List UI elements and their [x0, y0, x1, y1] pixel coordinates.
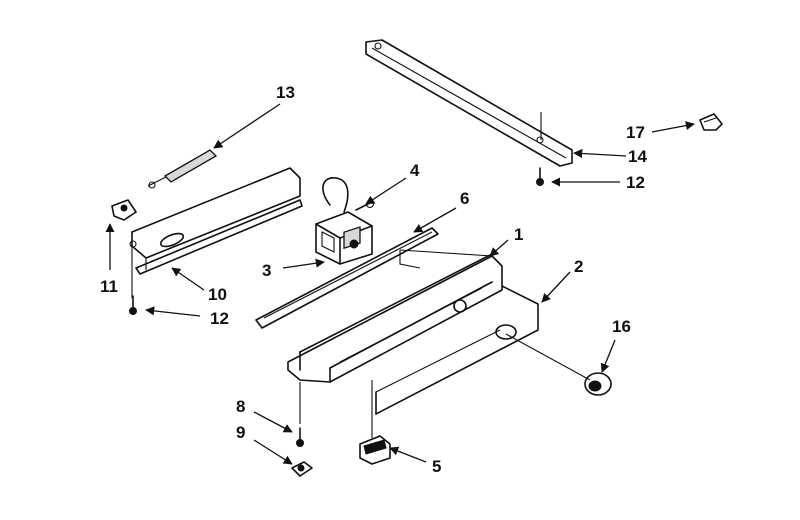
callout-3: 3: [262, 261, 271, 280]
callout-17: 17: [626, 123, 645, 142]
clip-part: [699, 113, 723, 131]
wire-lead: [322, 177, 375, 213]
callout-6: 6: [460, 189, 469, 208]
callout-1: 1: [514, 225, 523, 244]
left-side-bracket: [129, 167, 303, 298]
sensor-probe: [147, 149, 218, 189]
callout-labels: 13 4 6 1 2 3 10 11 12 16 17 14 12 8 9 5: [100, 83, 647, 476]
leader-lines: [105, 103, 695, 465]
callout-4: 4: [410, 161, 420, 180]
screw-upper: [536, 167, 544, 186]
latch-solenoid: [315, 211, 373, 265]
callout-12-lower: 12: [210, 309, 229, 328]
callout-11: 11: [100, 277, 118, 296]
knob: [505, 333, 612, 396]
callout-8: 8: [236, 397, 245, 416]
toothed-rack: [255, 227, 439, 329]
screw-lower-left: [129, 295, 137, 315]
callout-14: 14: [628, 147, 647, 166]
callout-9: 9: [236, 423, 245, 442]
screw-and-washer: [291, 382, 313, 477]
callout-10: 10: [208, 285, 227, 304]
callout-16: 16: [612, 317, 631, 336]
callout-13: 13: [276, 83, 295, 102]
main-housing: [287, 249, 503, 383]
left-clip: [111, 199, 137, 221]
connector-block: [359, 380, 391, 465]
callout-5: 5: [432, 457, 441, 476]
front-panel: [375, 285, 539, 415]
upper-mounting-bracket: [365, 39, 573, 167]
callout-12-upper: 12: [626, 173, 645, 192]
callout-2: 2: [574, 257, 583, 276]
